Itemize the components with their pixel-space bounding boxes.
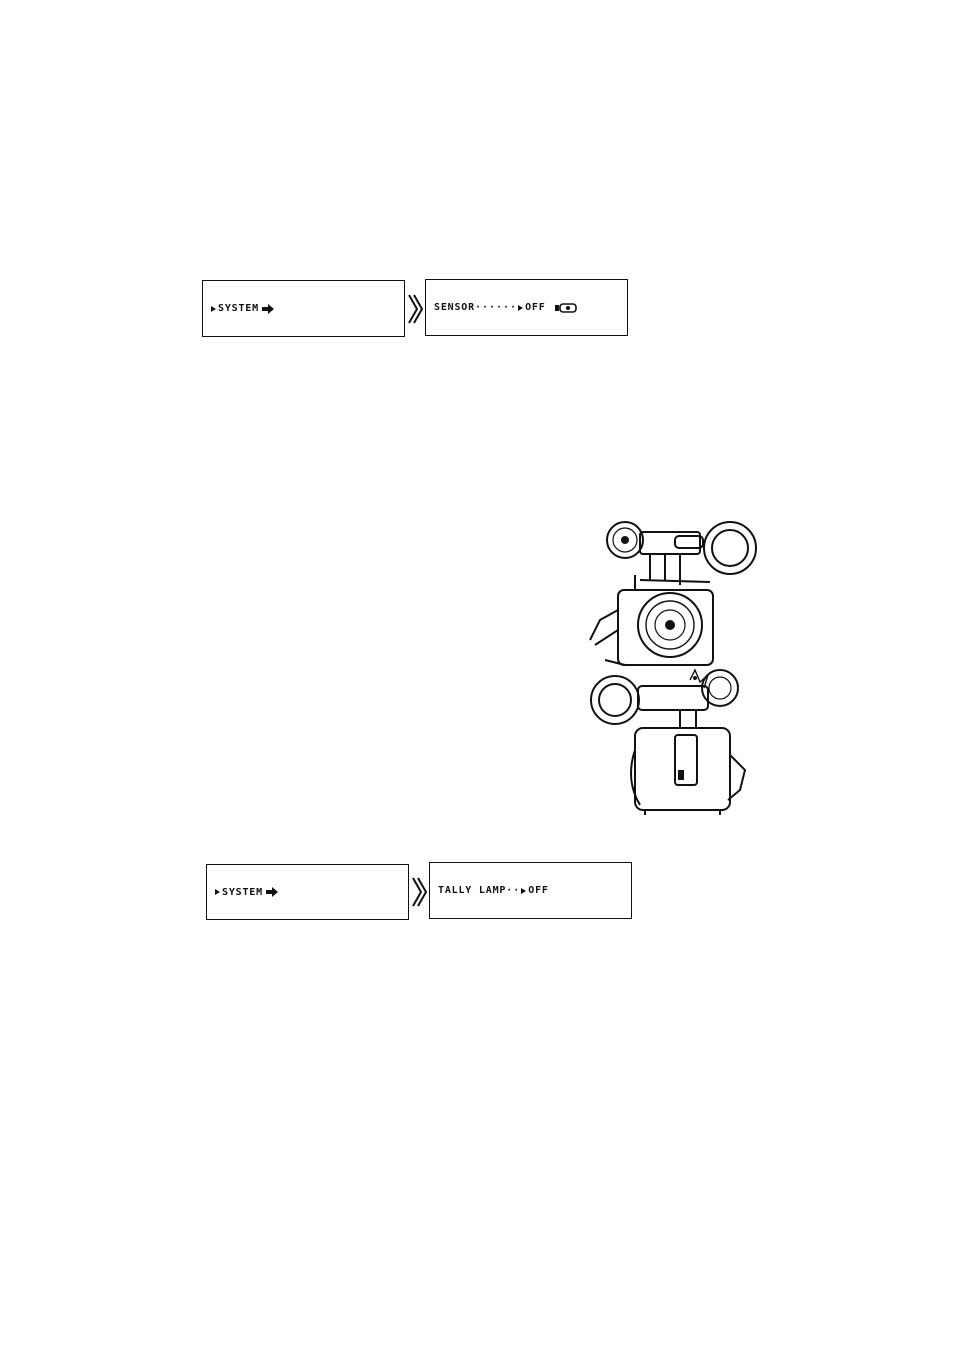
menu-screen-system-2: SYSTEM bbox=[206, 864, 409, 920]
cursor-triangle-icon bbox=[211, 306, 216, 312]
menu-system-label: SYSTEM bbox=[222, 887, 263, 898]
cursor-triangle-icon bbox=[518, 305, 523, 311]
double-chevron-icon bbox=[408, 294, 424, 324]
camcorder-illustration bbox=[580, 510, 760, 820]
sensor-label: SENSOR bbox=[434, 302, 475, 313]
dot-leader: ·· bbox=[506, 885, 520, 896]
sensor-value: OFF bbox=[525, 302, 545, 313]
menu-screen-system-1: SYSTEM bbox=[202, 280, 405, 337]
tally-lamp-label: TALLY LAMP bbox=[438, 885, 506, 896]
arrow-right-icon bbox=[266, 887, 278, 897]
double-chevron-icon bbox=[412, 877, 428, 907]
tally-lamp-value: OFF bbox=[528, 885, 548, 896]
cursor-triangle-icon bbox=[215, 889, 220, 895]
menu-system-label: SYSTEM bbox=[218, 303, 259, 314]
cursor-triangle-icon bbox=[521, 888, 526, 894]
menu-screen-tally-lamp: TALLY LAMP ·· OFF bbox=[429, 862, 632, 919]
remote-sensor-icon bbox=[554, 303, 578, 313]
dot-leader: ······ bbox=[475, 302, 517, 313]
arrow-right-icon bbox=[262, 304, 274, 314]
menu-screen-sensor: SENSOR ······ OFF bbox=[425, 279, 628, 336]
